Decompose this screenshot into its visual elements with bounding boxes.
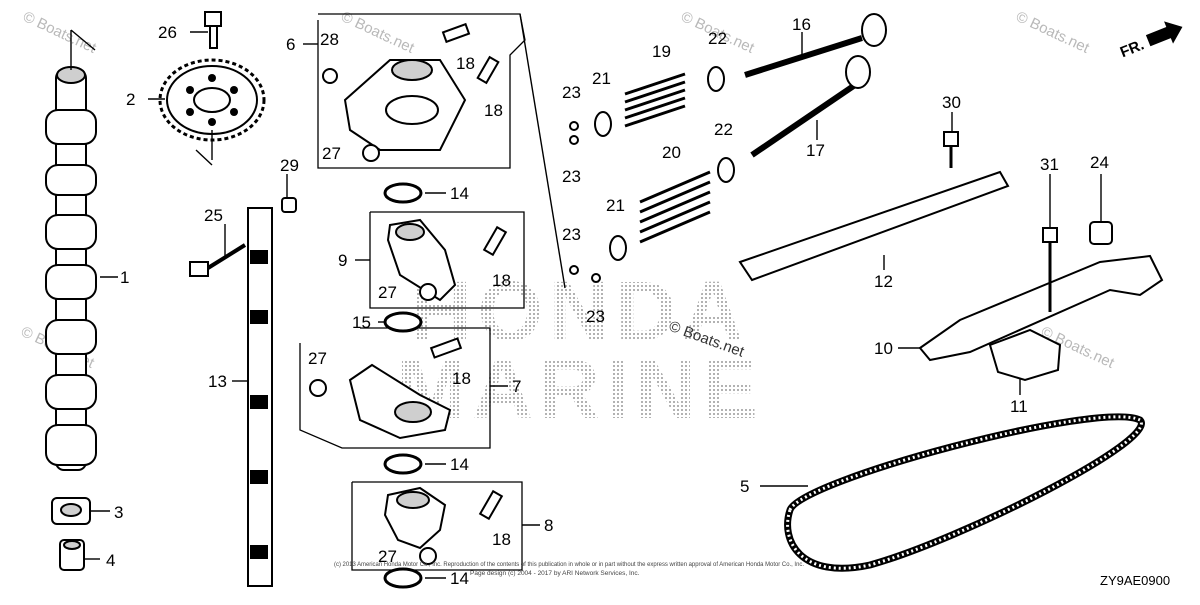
diagram-code: ZY9AE0900 <box>1100 573 1170 588</box>
callout-21: 21 <box>606 196 625 215</box>
valve-springs <box>624 72 711 244</box>
brand-watermark-line2: MARINE <box>396 342 763 436</box>
copyright-line1: (c) 2013 American Honda Motor Co., Inc. … <box>334 561 804 568</box>
callout-20: 20 <box>662 143 681 162</box>
group-boxes <box>299 13 566 571</box>
gear-bolt <box>204 11 222 49</box>
callout-16: 16 <box>792 15 811 34</box>
cam-gear <box>158 58 266 166</box>
callout-29: 29 <box>280 156 299 175</box>
callout-2: 2 <box>126 90 135 109</box>
retainers <box>594 66 735 261</box>
bushing <box>59 539 85 571</box>
callout-30: 30 <box>942 93 961 112</box>
callout-23: 23 <box>562 167 581 186</box>
callout-26: 26 <box>158 23 177 42</box>
callout-12: 12 <box>874 272 893 291</box>
corner-watermark: © Boats.net <box>338 8 417 57</box>
leader-lines <box>84 31 1102 579</box>
callout-25: 25 <box>204 206 223 225</box>
camshaft <box>45 29 97 471</box>
dowel-pin <box>281 197 297 213</box>
callout-18: 18 <box>456 54 475 73</box>
rocker-shaft <box>247 207 273 587</box>
front-direction-arrow: FR. <box>1118 21 1183 61</box>
callout-14: 14 <box>450 184 469 203</box>
shaft-bolt <box>189 243 247 277</box>
rocker-arm-6 <box>343 59 467 151</box>
callout-15: 15 <box>352 313 371 332</box>
callout-7: 7 <box>512 377 521 396</box>
callout-14: 14 <box>450 569 469 588</box>
callout-18: 18 <box>492 271 511 290</box>
callout-27: 27 <box>308 349 327 368</box>
rocker-arm-9 <box>386 218 457 302</box>
copyright-line2: Page design (c) 2004 - 2017 by ARI Netwo… <box>470 570 640 577</box>
washers <box>383 182 423 589</box>
direction-label: FR. <box>1118 36 1147 61</box>
callout-22: 22 <box>714 120 733 139</box>
callout-23: 23 <box>562 225 581 244</box>
callout-10: 10 <box>874 339 893 358</box>
chain-guide <box>738 170 1010 282</box>
lock-nuts <box>309 68 437 565</box>
brand-watermark: HONDA MARINE <box>396 264 763 436</box>
callout-27: 27 <box>378 547 397 566</box>
callout-19: 19 <box>652 42 671 61</box>
callout-5: 5 <box>740 477 749 496</box>
callout-labels: 1 2 3 4 5 6 7 8 9 10 11 12 13 14 14 14 1… <box>106 15 1109 588</box>
timing-belt <box>784 413 1145 572</box>
guide-bolt-30 <box>943 131 959 168</box>
adjust-screws <box>429 22 508 521</box>
callout-1: 1 <box>120 268 129 287</box>
callout-9: 9 <box>338 251 347 270</box>
callout-14: 14 <box>450 455 469 474</box>
callout-18: 18 <box>484 101 503 120</box>
corner-watermark: © Boats.net <box>20 8 99 57</box>
callout-22: 22 <box>708 29 727 48</box>
callout-27: 27 <box>322 144 341 163</box>
cam-pulley <box>51 497 91 525</box>
callout-4: 4 <box>106 551 115 570</box>
callout-21: 21 <box>592 69 611 88</box>
rocker-arm-8 <box>383 486 447 550</box>
callout-31: 31 <box>1040 155 1059 174</box>
callout-18: 18 <box>492 530 511 549</box>
callout-13: 13 <box>208 372 227 391</box>
callout-27: 27 <box>378 283 397 302</box>
callout-23: 23 <box>586 307 605 326</box>
corner-watermark: © Boats.net <box>1013 8 1092 57</box>
callout-6: 6 <box>286 35 295 54</box>
callout-24: 24 <box>1090 153 1109 172</box>
tensioner-lifter <box>988 328 1062 382</box>
tensioner-bolts <box>1042 221 1113 312</box>
callout-28: 28 <box>320 30 339 49</box>
valves <box>744 13 887 158</box>
brand-watermark-line1: HONDA <box>411 264 749 358</box>
callout-3: 3 <box>114 503 123 522</box>
callout-23: 23 <box>562 83 581 102</box>
cotters <box>569 121 601 283</box>
tensioner-arm <box>918 254 1164 362</box>
rocker-arm-7 <box>348 363 452 440</box>
callout-18: 18 <box>452 369 471 388</box>
callout-11: 11 <box>1010 397 1028 416</box>
callout-8: 8 <box>544 516 553 535</box>
callout-17: 17 <box>806 141 825 160</box>
